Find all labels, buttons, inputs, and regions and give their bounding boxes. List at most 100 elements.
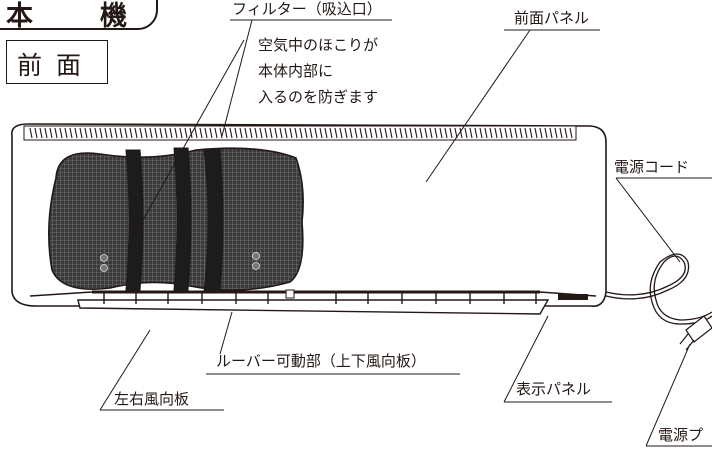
intake-slat — [59, 127, 63, 139]
intake-slat — [119, 127, 123, 139]
intake-slat — [149, 127, 153, 139]
label-power-cord: 電源コード — [614, 158, 690, 176]
intake-slat — [359, 127, 363, 139]
intake-slats — [29, 127, 573, 139]
intake-slat — [124, 127, 128, 139]
intake-slat — [519, 127, 523, 139]
intake-slat — [244, 127, 248, 139]
intake-slat — [489, 127, 493, 139]
label-louver: ルーバー可動部（上下風向板） — [216, 352, 426, 370]
intake-slat — [84, 127, 88, 139]
label-filter-desc-1: 空気中のほこりが — [258, 36, 379, 54]
intake-slat — [34, 127, 38, 139]
intake-slat — [224, 127, 228, 139]
intake-slat — [269, 127, 273, 139]
label-filter: フィルター（吸込口） — [232, 0, 382, 18]
intake-slat — [564, 127, 568, 139]
intake-slat — [49, 127, 53, 139]
intake-slat — [414, 127, 418, 139]
intake-slat — [114, 127, 118, 139]
intake-slat — [214, 127, 218, 139]
intake-slat — [434, 127, 438, 139]
intake-slat — [44, 127, 48, 139]
intake-slat — [169, 127, 173, 139]
intake-slat — [314, 127, 318, 139]
intake-slat — [499, 127, 503, 139]
intake-slat — [324, 127, 328, 139]
intake-slat — [309, 127, 313, 139]
intake-slat — [54, 127, 58, 139]
intake-slat — [179, 127, 183, 139]
intake-slat — [144, 127, 148, 139]
intake-slat — [444, 127, 448, 139]
intake-slat — [279, 127, 283, 139]
intake-slat — [189, 127, 193, 139]
title-box — [0, 0, 158, 30]
intake-slat — [479, 127, 483, 139]
intake-slat — [379, 127, 383, 139]
intake-slat — [299, 127, 303, 139]
intake-slat — [569, 127, 573, 139]
intake-slat — [514, 127, 518, 139]
intake-slat — [154, 127, 158, 139]
intake-slat — [99, 127, 103, 139]
section-box — [6, 40, 108, 84]
louver-ticks — [103, 292, 537, 304]
intake-slat — [484, 127, 488, 139]
power-cord — [605, 253, 712, 325]
label-display-panel: 表示パネル — [516, 380, 592, 398]
intake-slat — [549, 127, 553, 139]
intake-slat — [79, 127, 83, 139]
intake-slat — [494, 127, 498, 139]
intake-slat — [174, 127, 178, 139]
intake-slat — [439, 127, 443, 139]
intake-slat — [409, 127, 413, 139]
intake-slat — [364, 127, 368, 139]
intake-slat — [164, 127, 168, 139]
intake-slat — [304, 127, 308, 139]
filter-intake — [48, 147, 304, 293]
intake-slat — [509, 127, 513, 139]
intake-slat — [559, 127, 563, 139]
power-plug — [679, 315, 712, 351]
intake-slat — [289, 127, 293, 139]
intake-slat — [374, 127, 378, 139]
intake-slat — [194, 127, 198, 139]
intake-slat — [319, 127, 323, 139]
intake-slat — [339, 127, 343, 139]
intake-slat — [474, 127, 478, 139]
intake-slat — [294, 127, 298, 139]
intake-slat — [404, 127, 408, 139]
intake-slat — [134, 127, 138, 139]
intake-slat — [349, 127, 353, 139]
intake-slat — [69, 127, 73, 139]
label-filter-desc-3: 入るのを防ぎます — [258, 88, 379, 106]
intake-slat — [249, 127, 253, 139]
intake-slat — [39, 127, 43, 139]
intake-slat — [264, 127, 268, 139]
intake-slat — [199, 127, 203, 139]
intake-slat — [459, 127, 463, 139]
intake-slat — [329, 127, 333, 139]
intake-slat — [29, 127, 33, 139]
intake-slat — [554, 127, 558, 139]
intake-slat — [529, 127, 533, 139]
intake-slat — [394, 127, 398, 139]
intake-slat — [204, 127, 208, 139]
intake-slat — [159, 127, 163, 139]
intake-slat — [384, 127, 388, 139]
intake-slat — [259, 127, 263, 139]
intake-slat — [104, 127, 108, 139]
intake-slat — [129, 127, 133, 139]
intake-slat — [109, 127, 113, 139]
intake-slat — [229, 127, 233, 139]
intake-slat — [369, 127, 373, 139]
intake-slat — [344, 127, 348, 139]
label-power-plug: 電源プ — [658, 426, 704, 444]
label-front-panel: 前面パネル — [514, 9, 590, 27]
intake-slat — [219, 127, 223, 139]
intake-slat — [524, 127, 528, 139]
intake-slat — [469, 127, 473, 139]
intake-slat — [399, 127, 403, 139]
